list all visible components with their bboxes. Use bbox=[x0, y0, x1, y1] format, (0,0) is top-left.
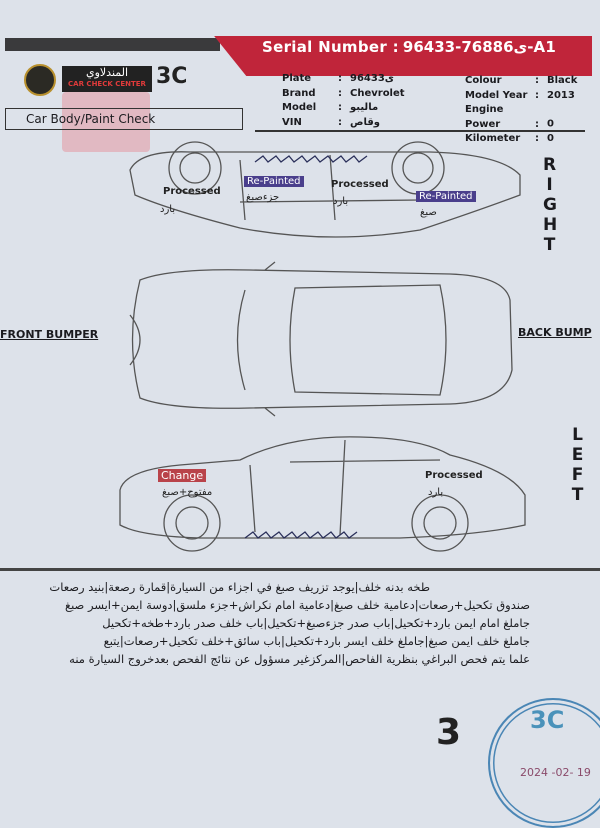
info-label: VIN bbox=[282, 116, 302, 128]
info-value: 0 bbox=[547, 118, 554, 130]
note-line: جاملغ امام ايمن بارد+تكحيل|باب صدر جزءصب… bbox=[102, 616, 530, 630]
info-row-brand: Brand:Chevrolet bbox=[282, 87, 405, 102]
mark-status-processed: Processed bbox=[163, 186, 221, 197]
stamp-date: 2024 -02- 19 bbox=[520, 766, 591, 779]
brand-logo: المندلاوي CAR CHECK CENTER bbox=[62, 66, 152, 92]
info-row-kilometer: Kilometer:0 bbox=[465, 132, 577, 147]
mark-status-processed: Processed bbox=[425, 470, 483, 481]
watermark-logo bbox=[62, 92, 150, 152]
info-row-model-year: Model Year:2013 bbox=[465, 89, 577, 104]
mark-note: مفتوح+صبغ bbox=[162, 487, 213, 498]
info-value: ماليبو bbox=[350, 102, 379, 113]
mark-status-repainted: Re-Painted bbox=[244, 176, 304, 187]
info-value: وقاص bbox=[350, 116, 380, 128]
info-row-colour: Colour:Black bbox=[465, 74, 577, 89]
mark-note: جزءصبغ bbox=[246, 192, 280, 203]
vehicle-info-right: Colour:Black Model Year:2013 Engine Powe… bbox=[465, 74, 577, 147]
header-red-banner bbox=[214, 36, 592, 76]
serial-value: ی76886-96433-A1 bbox=[402, 38, 557, 56]
mark-note: بارد bbox=[160, 204, 176, 215]
section-divider bbox=[0, 568, 600, 571]
info-label: Model Year bbox=[465, 89, 528, 101]
mark-status-processed: Processed bbox=[331, 179, 389, 190]
logo-emblem-icon bbox=[24, 64, 56, 96]
brand-english: CAR CHECK CENTER bbox=[68, 80, 146, 88]
note-line: جاملغ خلف ايمن صبغ|جاملغ خلف ايسر بارد+ت… bbox=[103, 634, 530, 648]
left-side-label: LEFT bbox=[571, 425, 585, 505]
brand-code: 3C bbox=[156, 64, 188, 89]
header-dark-bar bbox=[5, 38, 220, 51]
info-value: Chevrolet bbox=[350, 87, 405, 99]
serial-number: Serial Number :ی76886-96433-A1 bbox=[262, 38, 556, 56]
stamp-code: 3C bbox=[530, 706, 565, 734]
car-diagram bbox=[119, 141, 526, 552]
mark-status-repainted: Re-Painted bbox=[416, 191, 476, 202]
info-value: ی96433 bbox=[350, 73, 394, 84]
vehicle-info-left: Plate:ی96433 Brand:Chevrolet Model:ماليب… bbox=[282, 72, 405, 130]
info-label: Colour bbox=[465, 75, 502, 86]
car-top-view-outline bbox=[129, 261, 513, 417]
header-divider bbox=[255, 130, 585, 132]
info-label: Model bbox=[282, 102, 317, 113]
info-row-plate: Plate:ی96433 bbox=[282, 72, 405, 87]
note-line: علما يتم فحص البراغي بنظرية الفاحص|المرك… bbox=[69, 652, 530, 666]
mark-note: بارد bbox=[333, 196, 349, 207]
car-left-side-outline bbox=[119, 436, 526, 552]
info-label: Kilometer bbox=[465, 133, 521, 144]
car-right-side-outline bbox=[129, 141, 521, 238]
info-value: 0 bbox=[547, 133, 554, 144]
info-row-engine-power: Engine Power:0 bbox=[465, 103, 577, 132]
back-bumper-label: BACK BUMP bbox=[518, 326, 592, 339]
info-value: Black bbox=[547, 75, 578, 86]
info-row-vin: VIN:وقاص bbox=[282, 116, 405, 131]
page-number: 3 bbox=[436, 712, 462, 753]
inspection-notes: طخه بدنه خلف|يوجد تزريف صبغ في اجزاء من … bbox=[10, 578, 530, 668]
mark-note: صبغ bbox=[420, 207, 437, 218]
note-line: صندوق تكحيل+رصعات|دعامية خلف صبغ|دعامية … bbox=[64, 598, 530, 612]
right-side-label: RIGHT bbox=[543, 155, 559, 255]
mark-note: بارد bbox=[428, 487, 444, 498]
front-bumper-label: FRONT BUMPER bbox=[0, 328, 99, 341]
note-line: طخه بدنه خلف|يوجد تزريف صبغ في اجزاء من … bbox=[49, 580, 430, 594]
info-label: Engine Power bbox=[465, 104, 504, 130]
info-label: Brand bbox=[282, 87, 316, 99]
info-label: Plate bbox=[282, 73, 312, 84]
info-row-model: Model:ماليبو bbox=[282, 101, 405, 116]
mark-status-change: Change bbox=[158, 469, 207, 482]
serial-label: Serial Number : bbox=[262, 38, 399, 56]
section-title: Car Body/Paint Check bbox=[5, 108, 243, 130]
info-value: 2013 bbox=[547, 89, 575, 101]
brand-arabic: المندلاوي bbox=[85, 66, 129, 79]
